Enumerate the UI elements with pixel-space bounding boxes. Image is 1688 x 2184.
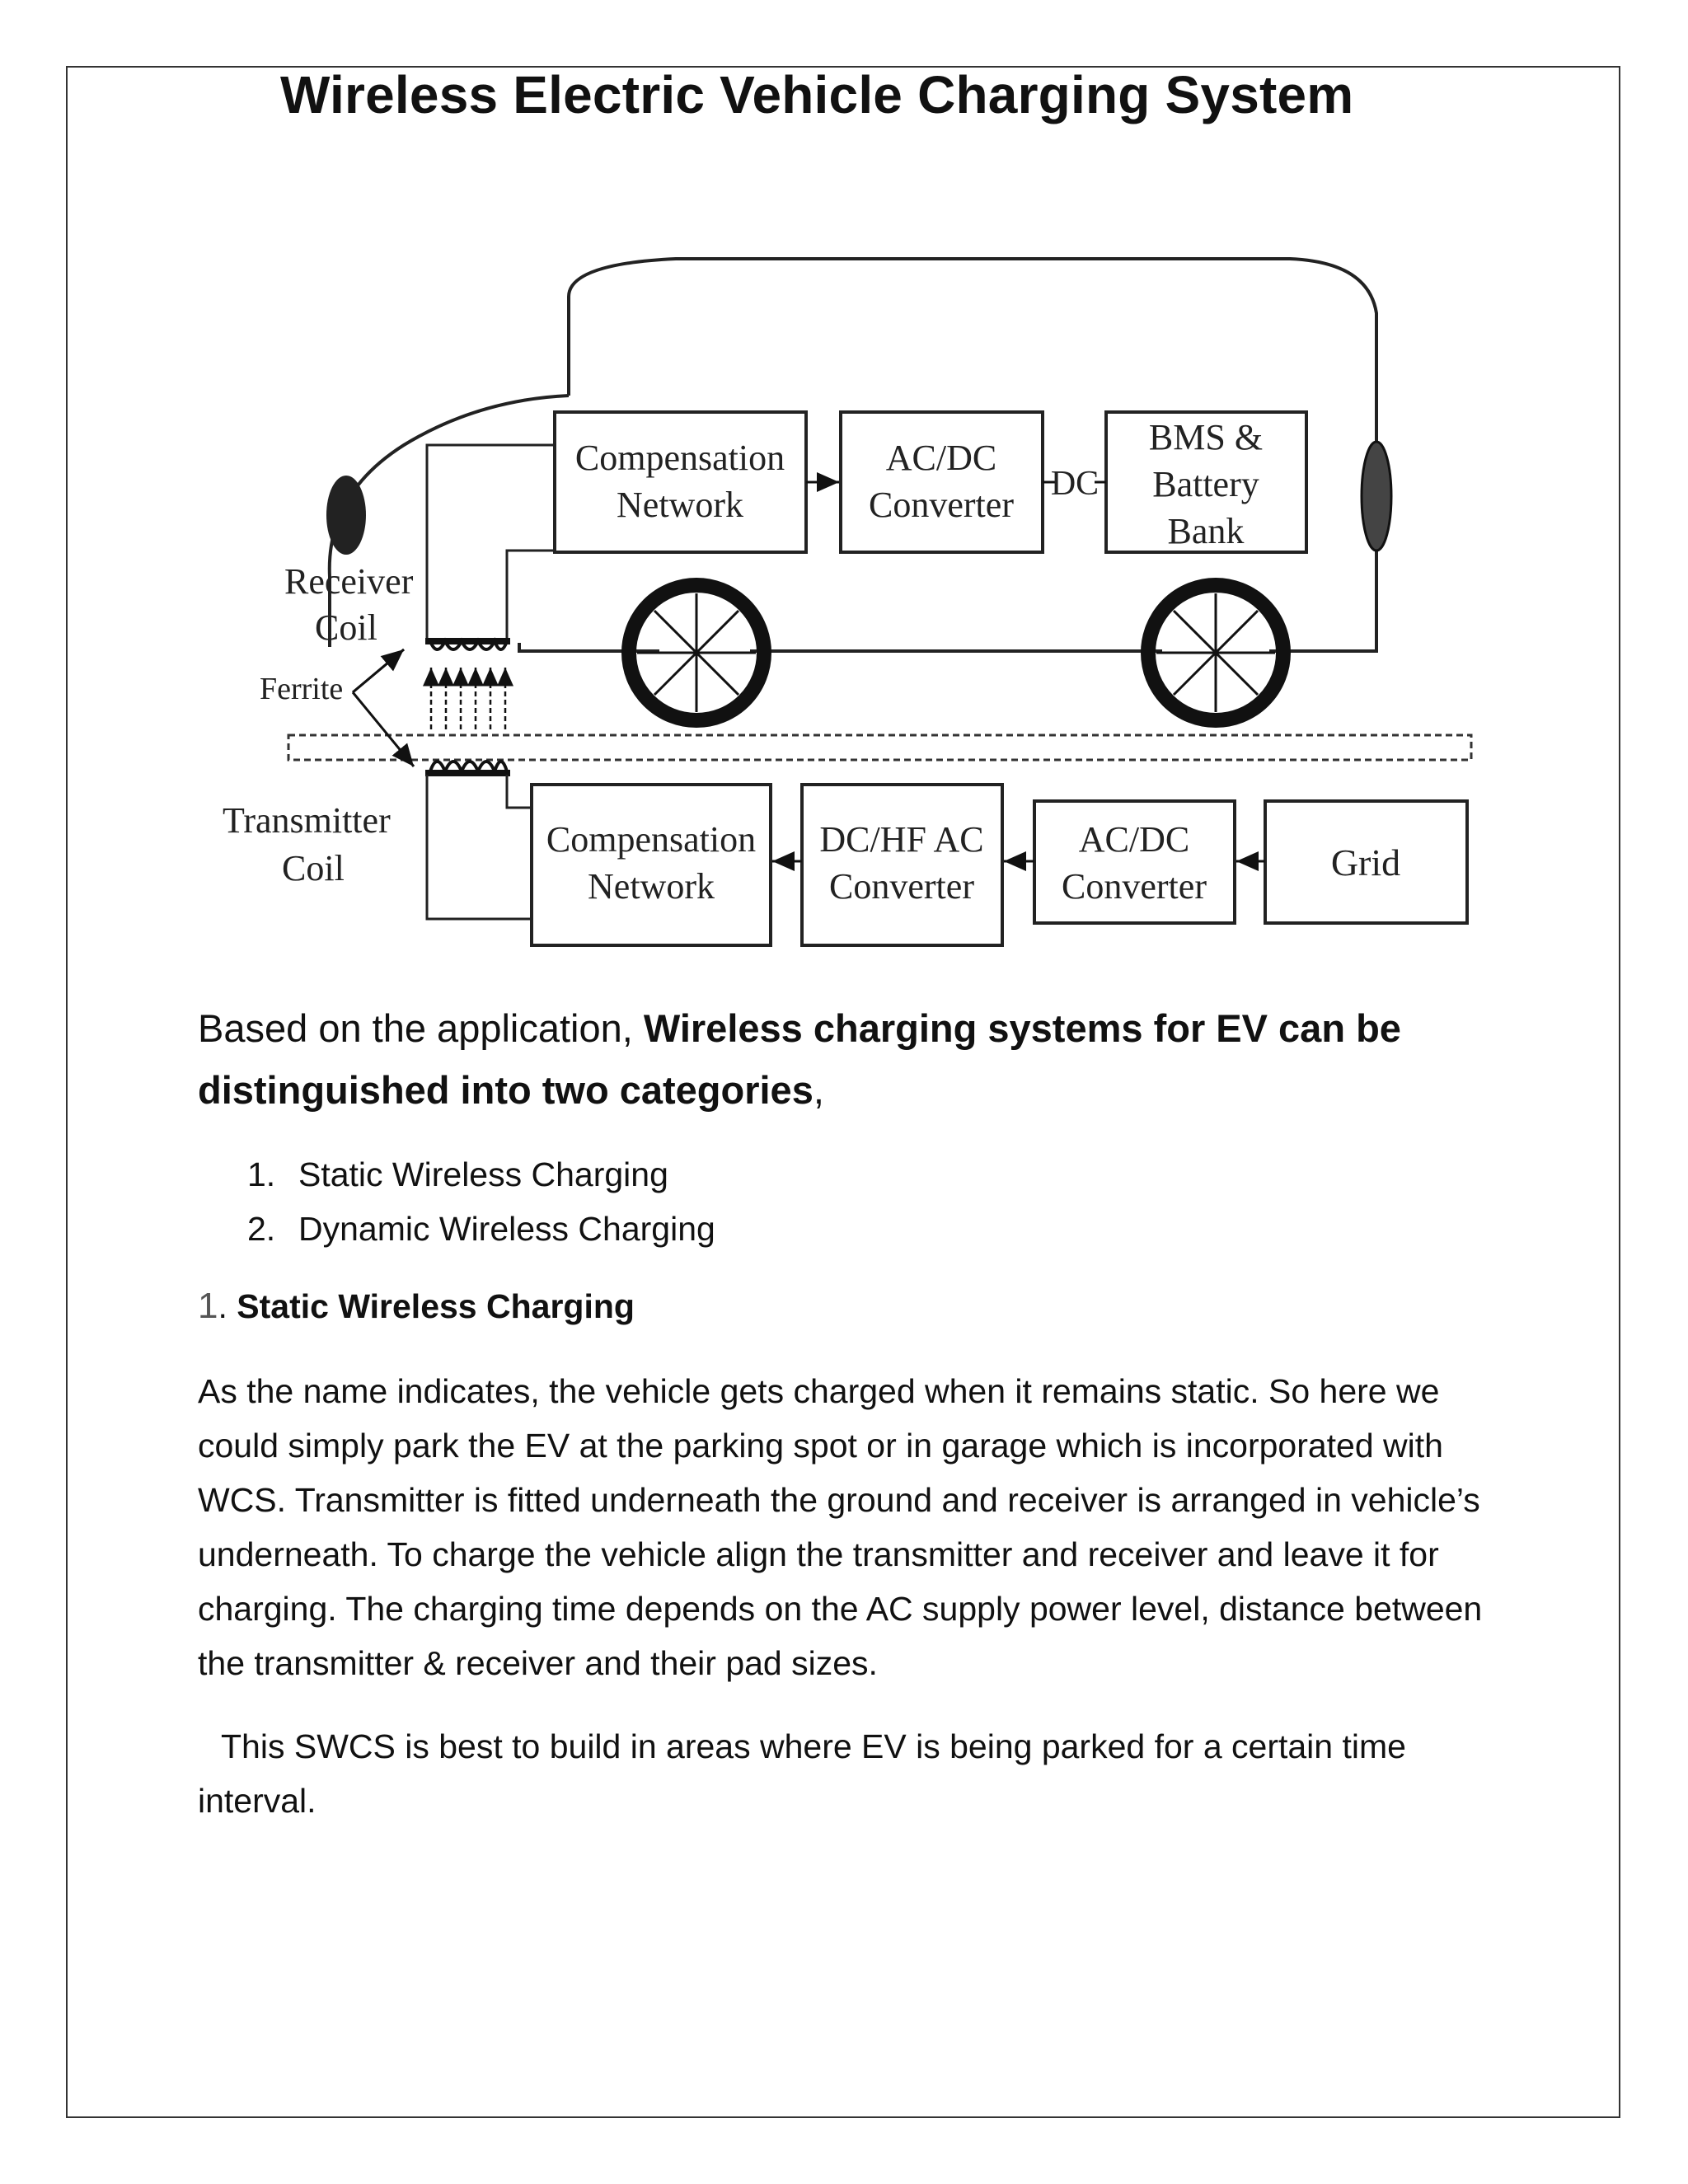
vehicle-ac-dc-converter-block: AC/DC Converter: [839, 410, 1044, 554]
svg-text:Grid: Grid: [1331, 841, 1400, 883]
intro-paragraph: Based on the application, Wireless charg…: [198, 997, 1533, 1121]
vehicle-compensation-network-block: Compensation Network: [553, 410, 808, 554]
svg-text:Converter: Converter: [829, 866, 974, 907]
svg-text:Receiver: Receiver: [284, 561, 414, 602]
svg-text:Battery: Battery: [1152, 464, 1259, 504]
svg-text:Compensation: Compensation: [575, 438, 785, 478]
taillight-icon: [1360, 440, 1393, 552]
bms-battery-bank-block: BMS & Battery Bank: [1104, 410, 1308, 554]
grid-block: Grid: [1264, 799, 1469, 925]
rear-wheel-icon: [1141, 578, 1291, 728]
ground-pad-strip: [287, 733, 1473, 762]
dc-label: DC: [1051, 465, 1099, 503]
ev-charging-diagram: Compensation Network AC/DC Converter BMS…: [223, 257, 1473, 947]
page-border: [66, 66, 1620, 2118]
svg-text:Network: Network: [588, 866, 715, 907]
svg-text:AC/DC: AC/DC: [886, 438, 996, 478]
category-list: 1.Static Wireless Charging 2.Dynamic Wir…: [247, 1147, 715, 1256]
svg-text:Coil: Coil: [282, 848, 345, 888]
svg-text:AC/DC: AC/DC: [1079, 819, 1189, 860]
vehicle-body-outline: [327, 257, 1378, 653]
svg-text:Transmitter: Transmitter: [223, 800, 391, 841]
svg-text:Network: Network: [617, 485, 743, 525]
page-title: Wireless Electric Vehicle Charging Syste…: [280, 65, 1354, 124]
section-heading: 1. Static Wireless Charging: [198, 1286, 635, 1326]
body-paragraph: This SWCS is best to build in areas wher…: [198, 1727, 1406, 1820]
intro-bold-text: Wireless charging systems for EV can be …: [198, 1006, 1401, 1112]
receiver-coil-icon: [425, 637, 510, 651]
svg-text:Coil: Coil: [315, 607, 377, 648]
headlight-icon: [326, 476, 366, 555]
ground-ac-dc-converter-block: AC/DC Converter: [1033, 799, 1236, 925]
intro-suffix: ,: [813, 1068, 824, 1112]
ground-compensation-network-block: Compensation Network: [530, 783, 772, 947]
intro-prefix: Based on the application,: [198, 1006, 644, 1050]
list-item: 1.Static Wireless Charging: [247, 1155, 668, 1193]
ferrite-label: Ferrite: [260, 672, 343, 706]
magnetic-field-arrows: [423, 668, 513, 729]
dc-hf-ac-converter-block: DC/HF AC Converter: [800, 783, 1004, 947]
svg-text:Compensation: Compensation: [546, 819, 756, 860]
svg-text:Converter: Converter: [1062, 866, 1207, 907]
transmitter-coil-label: Transmitter Coil: [223, 800, 391, 888]
front-wheel-icon: [621, 578, 771, 728]
transmitter-coil-icon: [425, 760, 510, 776]
list-item: 2.Dynamic Wireless Charging: [247, 1210, 715, 1248]
svg-text:Bank: Bank: [1168, 511, 1245, 551]
body-paragraph: As the name indicates, the vehicle gets …: [198, 1372, 1483, 1682]
receiver-coil-label: Receiver Coil: [284, 561, 414, 648]
svg-text:DC/HF AC: DC/HF AC: [819, 819, 983, 860]
svg-text:BMS &: BMS &: [1149, 417, 1263, 457]
svg-text:Converter: Converter: [869, 485, 1014, 525]
